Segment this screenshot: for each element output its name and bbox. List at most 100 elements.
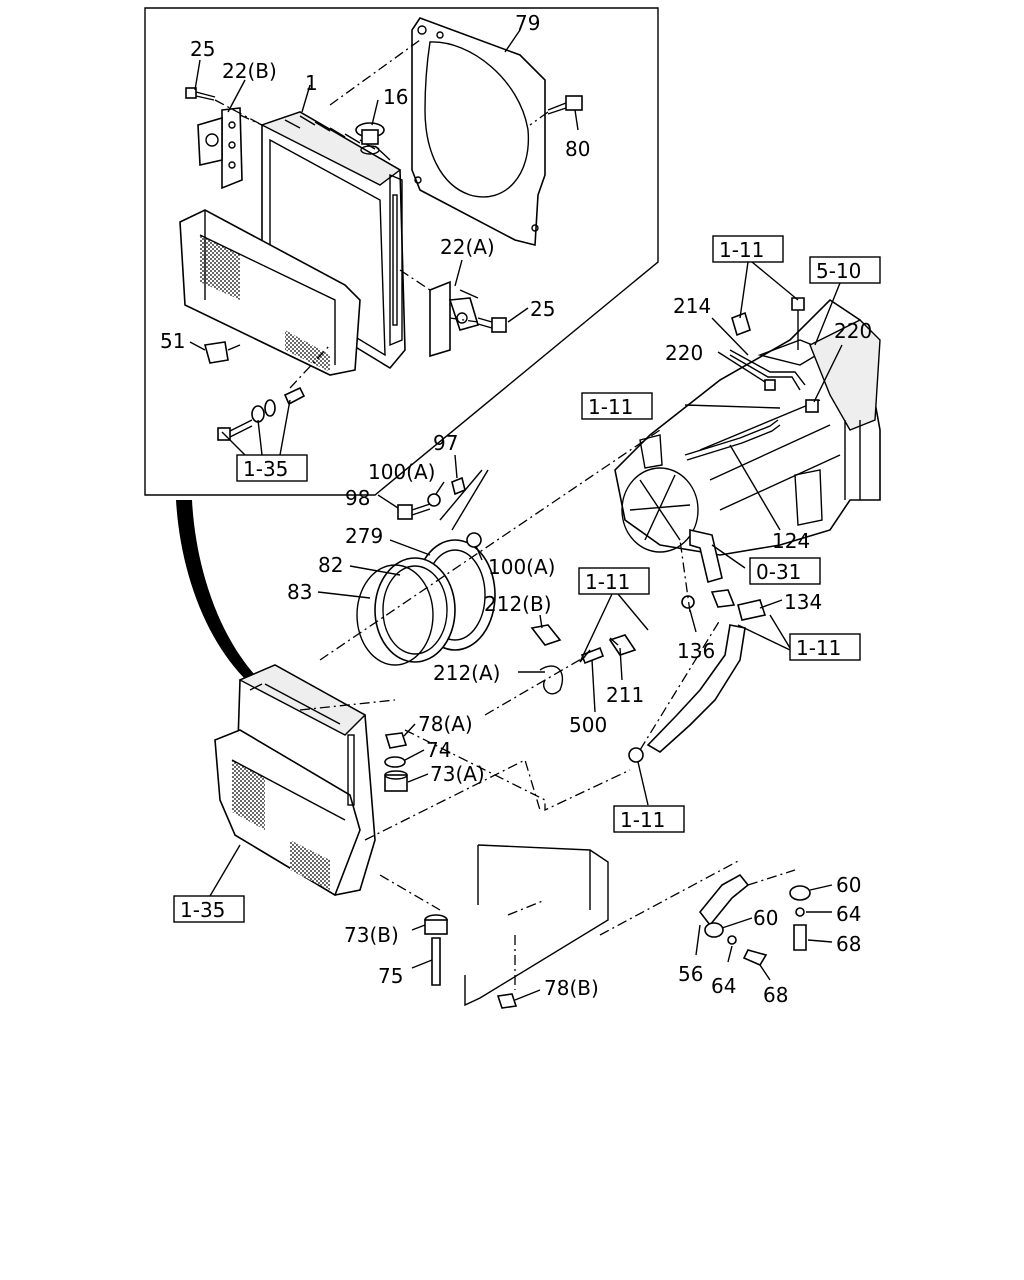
label-60-right: 60	[836, 873, 861, 897]
ref-box-1-11-a[interactable]	[712, 235, 784, 263]
label-136: 136	[677, 639, 715, 663]
ref-label-1-11-a: 1-11	[719, 238, 764, 262]
label-80: 80	[565, 137, 590, 161]
label-100a-1: 100(A)	[368, 460, 435, 484]
mount-bolt-inset	[217, 386, 306, 441]
ref-box-5-10[interactable]	[809, 256, 881, 284]
ref-label-1-11-b: 1-11	[588, 395, 633, 419]
label-64-left: 64	[711, 974, 736, 998]
ref-box-1-11-c[interactable]	[578, 567, 650, 595]
fan-shroud	[411, 17, 546, 247]
ref-label-1-11-c: 1-11	[585, 570, 630, 594]
label-1: 1	[305, 71, 318, 95]
clamp-212a	[539, 665, 564, 695]
nut-78a	[384, 732, 408, 749]
ref-label-1-11-e: 1-11	[620, 808, 665, 832]
stud-75	[431, 937, 441, 986]
fitting-220a	[764, 379, 776, 391]
washer-64-right	[795, 907, 805, 917]
label-211: 211	[606, 683, 644, 707]
washer-74	[384, 756, 406, 768]
rubber-60-left	[704, 922, 724, 938]
cushion-73b	[424, 914, 448, 935]
lower-hose	[646, 624, 746, 753]
label-78b: 78(B)	[544, 976, 599, 1000]
bolt-98	[397, 504, 413, 520]
bolt-1-11a	[731, 311, 751, 337]
bracket-22a	[429, 280, 479, 358]
label-279: 279	[345, 524, 383, 548]
clamp-134	[737, 599, 767, 621]
upper-hose	[689, 528, 736, 608]
engine-assembly	[614, 298, 881, 556]
label-22a: 22(A)	[440, 235, 495, 259]
ref-box-1-35-top[interactable]	[236, 454, 308, 482]
ref-box-0-31[interactable]	[749, 557, 821, 585]
ref-label-1-35-bottom: 1-35	[180, 898, 225, 922]
water-pipe-124	[684, 419, 781, 461]
cushion-73a	[384, 770, 408, 792]
label-64-right: 64	[836, 902, 861, 926]
washer-100a-2	[466, 532, 482, 548]
label-212a: 212(A)	[433, 661, 500, 685]
label-220-left: 220	[665, 341, 703, 365]
label-60-left: 60	[753, 906, 778, 930]
ref-label-1-11-d: 1-11	[796, 636, 841, 660]
intercooler-inset	[179, 209, 361, 376]
label-25-right: 25	[530, 297, 555, 321]
label-56: 56	[678, 962, 703, 986]
label-73b: 73(B)	[344, 923, 399, 947]
washer-64-left	[727, 935, 737, 945]
ref-label-0-31: 0-31	[756, 560, 801, 584]
clamp-136	[681, 595, 695, 609]
label-68-right: 68	[836, 932, 861, 956]
bolt-68-left	[742, 949, 768, 967]
chassis-frame	[464, 844, 609, 1007]
bolt-80	[547, 95, 583, 115]
hose-500	[580, 646, 605, 665]
bracket-22b	[197, 107, 243, 190]
label-83: 83	[287, 580, 312, 604]
clamp-212b	[530, 624, 562, 646]
label-124: 124	[772, 529, 810, 553]
label-16: 16	[383, 85, 408, 109]
ref-label-1-35-top: 1-35	[243, 457, 288, 481]
ref-box-1-35-bottom[interactable]	[173, 895, 245, 923]
label-78a: 78(A)	[418, 712, 473, 736]
label-74: 74	[426, 738, 451, 762]
bolt-1-11b	[791, 297, 805, 311]
label-25-top: 25	[190, 37, 215, 61]
label-22b: 22(B)	[222, 59, 277, 83]
ref-label-5-10: 5-10	[816, 259, 861, 283]
shroud-ring-assembly	[356, 539, 496, 666]
bolt-25-top	[185, 87, 216, 101]
stay-56	[698, 873, 750, 927]
label-214: 214	[673, 294, 711, 318]
bolt-25-right	[477, 317, 507, 333]
label-134: 134	[784, 590, 822, 614]
label-51: 51	[160, 329, 185, 353]
label-79: 79	[515, 11, 540, 35]
label-68-left: 68	[763, 983, 788, 1007]
inset-panel	[144, 7, 659, 496]
drain-plug-51	[203, 341, 241, 364]
pipe-214	[729, 349, 806, 391]
washer-100a-1	[427, 493, 441, 507]
label-98: 98	[345, 486, 370, 510]
radiator-cap	[355, 122, 385, 155]
label-100a-2: 100(A)	[488, 555, 555, 579]
ref-box-1-11-b[interactable]	[581, 392, 653, 420]
label-97: 97	[433, 431, 458, 455]
hose-clamp	[628, 747, 644, 763]
label-220-right: 220	[834, 319, 872, 343]
radiator-assembly	[214, 664, 376, 897]
label-212b: 212(B)	[484, 592, 552, 616]
fitting-220b	[805, 399, 819, 413]
ref-box-1-11-e[interactable]	[613, 805, 685, 833]
rubber-60-right	[789, 885, 811, 901]
label-73a: 73(A)	[430, 762, 485, 786]
label-82: 82	[318, 553, 343, 577]
ref-box-1-11-d[interactable]	[789, 633, 861, 661]
hose-211	[608, 634, 637, 656]
